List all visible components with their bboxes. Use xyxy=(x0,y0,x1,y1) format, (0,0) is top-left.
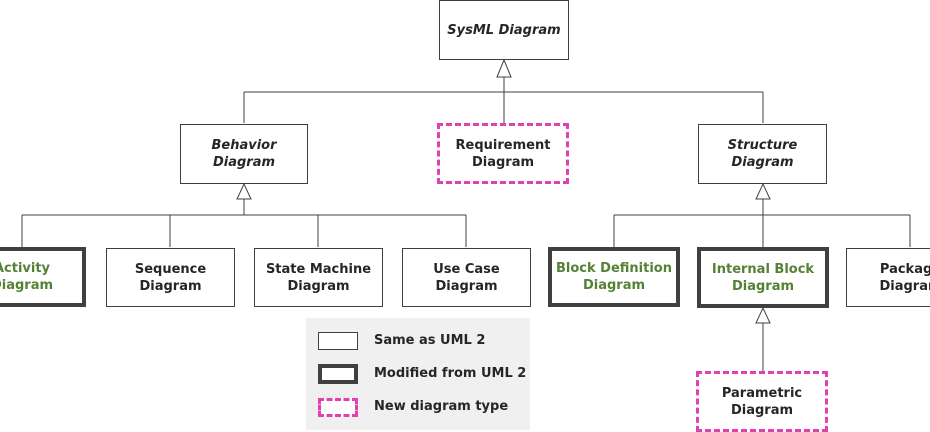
generalization-arrow xyxy=(755,306,771,324)
node-label: Diagram xyxy=(582,278,646,293)
block-definition-diagram-node: Block Definition Diagram xyxy=(548,247,680,307)
node-label: Diagram xyxy=(435,278,498,294)
node-label: Block Definition xyxy=(556,261,672,276)
legend-same-label: Same as UML 2 xyxy=(374,333,486,348)
generalization-arrow xyxy=(755,182,771,200)
node-label: Diagram xyxy=(0,278,54,293)
node-label: Diagram xyxy=(212,155,276,170)
node-label: Behavior xyxy=(211,138,277,153)
parametric-diagram-node: Parametric Diagram xyxy=(696,371,828,432)
sysml-diagram-node: SysML Diagram xyxy=(439,0,569,60)
legend-modified-swatch xyxy=(318,364,358,384)
package-diagram-node: Package Diagram xyxy=(846,248,930,307)
generalization-arrow xyxy=(236,182,252,200)
requirement-diagram-node: Requirement Diagram xyxy=(437,123,569,184)
generalization-arrow xyxy=(496,58,512,78)
legend-same-swatch xyxy=(318,332,358,350)
node-label: Use Case xyxy=(433,261,500,277)
node-label: Activity xyxy=(0,261,51,276)
legend-new-label: New diagram type xyxy=(374,399,509,414)
sequence-diagram-node: Sequence Diagram xyxy=(106,248,235,307)
node-label: State Machine xyxy=(265,261,372,277)
legend: Same as UML 2 Modified from UML 2 New di… xyxy=(306,318,530,430)
activity-diagram-node: Activity Diagram xyxy=(0,247,86,307)
internal-block-diagram-node: Internal Block Diagram xyxy=(697,247,829,308)
use-case-diagram-node: Use Case Diagram xyxy=(402,248,531,307)
node-label: Package xyxy=(879,261,930,277)
legend-new-swatch xyxy=(318,398,358,417)
node-label: Diagram xyxy=(730,402,794,418)
behavior-diagram-node: Behavior Diagram xyxy=(180,124,308,184)
node-label: Requirement xyxy=(455,137,551,153)
node-label: Sequence xyxy=(134,261,207,277)
node-label: Diagram xyxy=(287,278,350,294)
node-label: SysML Diagram xyxy=(447,22,561,38)
structure-diagram-node: Structure Diagram xyxy=(698,124,827,184)
node-label: Internal Block xyxy=(711,261,815,277)
node-label: Structure xyxy=(727,138,798,153)
legend-modified-label: Modified from UML 2 xyxy=(374,366,527,381)
state-machine-diagram-node: State Machine Diagram xyxy=(254,248,383,307)
node-label: Diagram xyxy=(731,155,794,170)
node-label: Parametric xyxy=(721,385,803,401)
node-label: Diagram xyxy=(879,278,930,294)
node-label: Diagram xyxy=(139,278,202,294)
node-label: Diagram xyxy=(731,278,795,294)
node-label: Diagram xyxy=(471,154,535,170)
